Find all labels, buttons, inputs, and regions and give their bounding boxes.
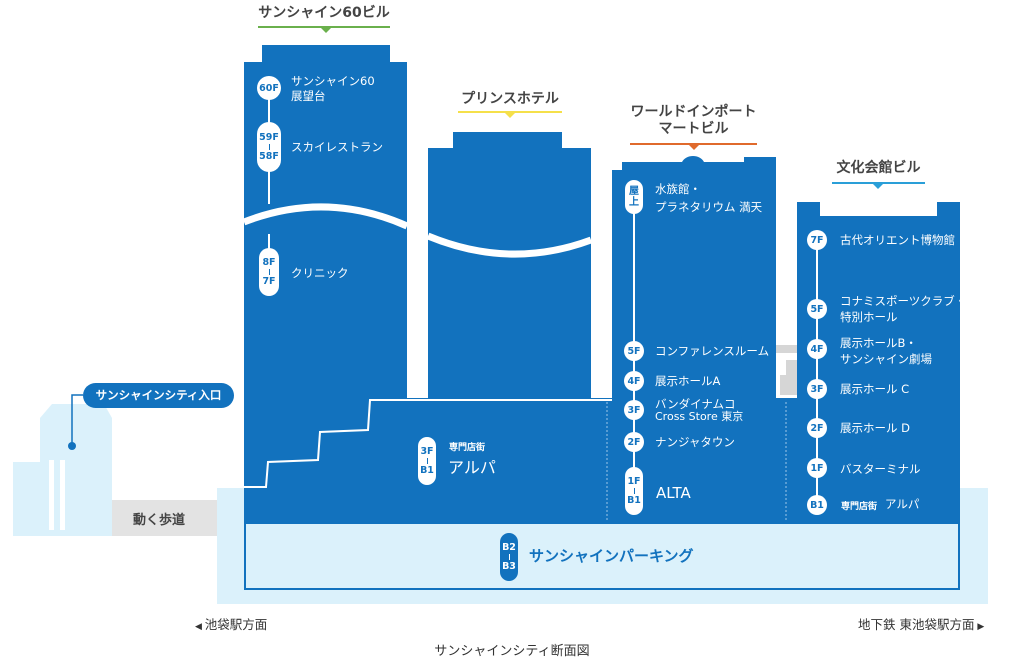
floor-badge: 60F: [257, 76, 281, 100]
floor-name: 展示ホール C: [840, 382, 910, 396]
floor-name: 展示ホールB・: [840, 336, 917, 350]
floor-badge: 5F: [624, 341, 644, 361]
arrow-right-icon: ▶: [974, 622, 985, 632]
floor-name: Cross Store 東京: [655, 410, 744, 423]
floor-name: コンファレンスルーム: [655, 344, 770, 358]
floor-name: 水族館・: [655, 182, 701, 196]
floor-name: 古代オリエント博物館: [840, 233, 955, 247]
entrance-label: サンシャインシティ入口: [83, 383, 234, 408]
floor-badge: 屋上: [625, 180, 643, 214]
arrow-left-icon: ◀: [195, 622, 205, 632]
floor-badge: 3F: [624, 400, 644, 420]
title-wim-line1: ワールドインポート: [630, 104, 757, 120]
floor-badge: 2F: [807, 418, 827, 438]
floor-name: アルパ: [885, 497, 920, 511]
moving-walkway: [112, 488, 244, 536]
floor-name: サンシャイン劇場: [840, 352, 932, 366]
direction-left: ◀ 池袋駅方面: [195, 614, 267, 633]
walkway-label: 動く歩道: [133, 513, 186, 528]
floor-name: バスターミナル: [840, 462, 921, 476]
floor-badge: 4F: [624, 371, 644, 391]
floor-name: クリニック: [291, 266, 349, 280]
floor-name: 展示ホールA: [655, 374, 721, 388]
floor-sub: 専門店街: [841, 502, 878, 512]
floor-name: スカイレストラン: [291, 140, 383, 154]
floor-connector: [268, 234, 270, 250]
direction-left-label: 池袋駅方面: [204, 617, 268, 632]
parking-name: サンシャインパーキング: [529, 547, 694, 565]
direction-right-label: 地下鉄 東池袋駅方面: [858, 617, 975, 632]
title-wim-line2: マートビル: [658, 121, 729, 137]
floor-badge: B1: [807, 495, 827, 515]
title-prince-hotel: プリンスホテル: [461, 91, 559, 107]
title-bunka: 文化会館ビル: [836, 160, 921, 176]
floor-badge: 2F: [624, 432, 644, 452]
floor-badge: 4F: [807, 339, 827, 359]
floor-name: プラネタリウム 満天: [655, 200, 763, 214]
floor-connector: [633, 210, 635, 470]
floor-name: 特別ホール: [840, 310, 898, 324]
floor-name: バンダイナムコ: [655, 397, 736, 411]
floor-badge: 3F: [807, 379, 827, 399]
alpa-name: アルパ: [448, 458, 496, 477]
floor-name: 展示ホール D: [840, 421, 911, 435]
diagram-caption: サンシャインシティ断面図: [434, 644, 590, 659]
floor-badge: 1F: [807, 458, 827, 478]
floor-badge: 7F: [807, 230, 827, 250]
floor-badge: 5F: [807, 299, 827, 319]
floor-name: サンシャイン60: [291, 74, 375, 88]
floor-name: コナミスポーツクラブ・: [840, 294, 967, 308]
title-sunshine60: サンシャイン60ビル: [258, 5, 390, 21]
floor-connector: [816, 245, 818, 505]
floor-name: ナンジャタウン: [655, 435, 735, 449]
alpa-sub: 専門店街: [449, 443, 486, 453]
direction-right: 地下鉄 東池袋駅方面 ▶: [858, 614, 984, 633]
floor-name: 展望台: [291, 89, 326, 103]
parking-area: [244, 522, 960, 590]
floor-name: ALTA: [656, 484, 691, 502]
